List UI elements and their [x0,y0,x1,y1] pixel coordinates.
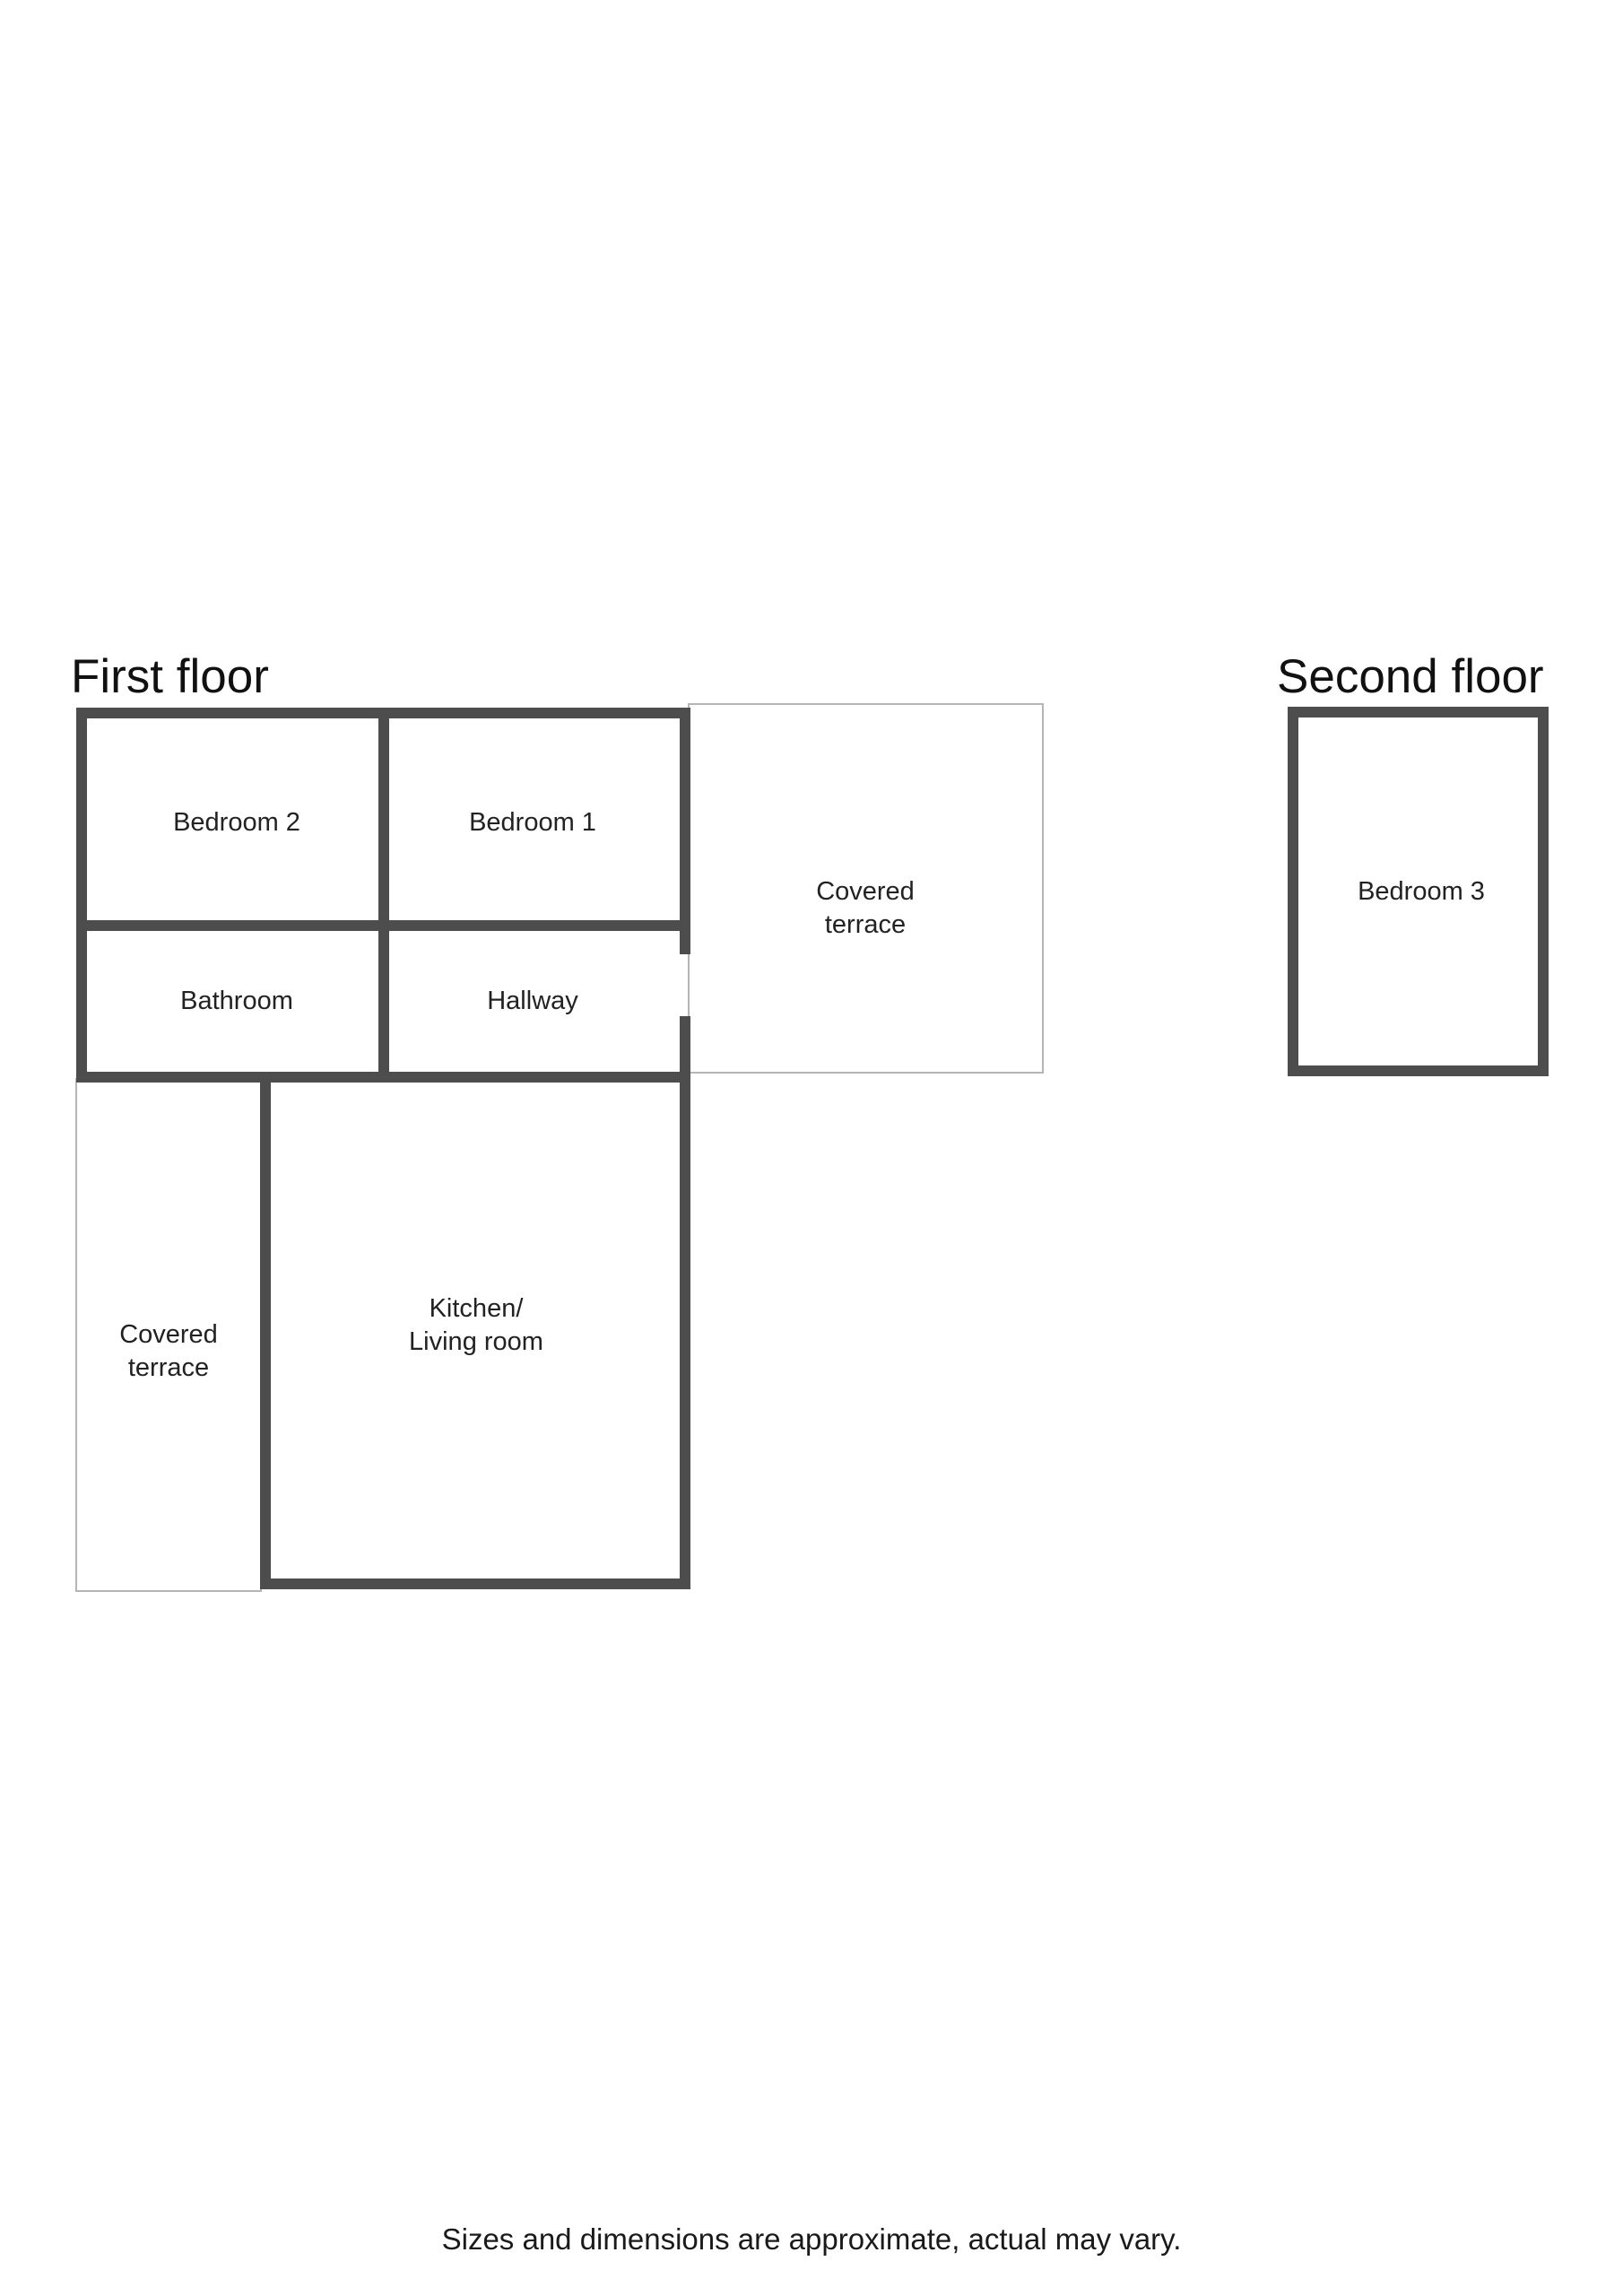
terrace-left-label-line1: Covered [119,1320,218,1349]
room-bathroom: Bathroom [180,987,293,1015]
room-bedroom-2: Bedroom 2 [173,808,300,837]
terrace-left-label-line2: terrace [128,1353,209,1382]
room-bedroom-1: Bedroom 1 [469,808,596,837]
first-floor-title: First floor [71,650,269,703]
room-covered-terrace-right: Covered terrace [816,877,915,939]
bedroom-3-walls [1288,707,1549,1076]
room-hallway: Hallway [487,987,578,1015]
hallway-label: Hallway [487,987,578,1015]
bathroom-label: Bathroom [180,987,293,1015]
second-floor-title: Second floor [1277,650,1544,703]
kitchen-label-line2: Living room [409,1327,543,1356]
room-kitchen-living: Kitchen/ Living room [409,1294,543,1356]
first-floor-walls [76,708,690,1589]
terrace-right-label-line2: terrace [825,910,906,939]
bedroom-3-label: Bedroom 3 [1358,877,1485,906]
bedroom-1-label: Bedroom 1 [469,808,596,837]
bedroom-2-label: Bedroom 2 [173,808,300,837]
kitchen-label-line1: Kitchen/ [430,1294,525,1323]
terrace-right-label-line1: Covered [816,877,915,906]
room-bedroom-3: Bedroom 3 [1358,877,1485,906]
disclaimer-text: Sizes and dimensions are approximate, ac… [441,2222,1182,2256]
room-covered-terrace-left: Covered terrace [119,1320,218,1382]
